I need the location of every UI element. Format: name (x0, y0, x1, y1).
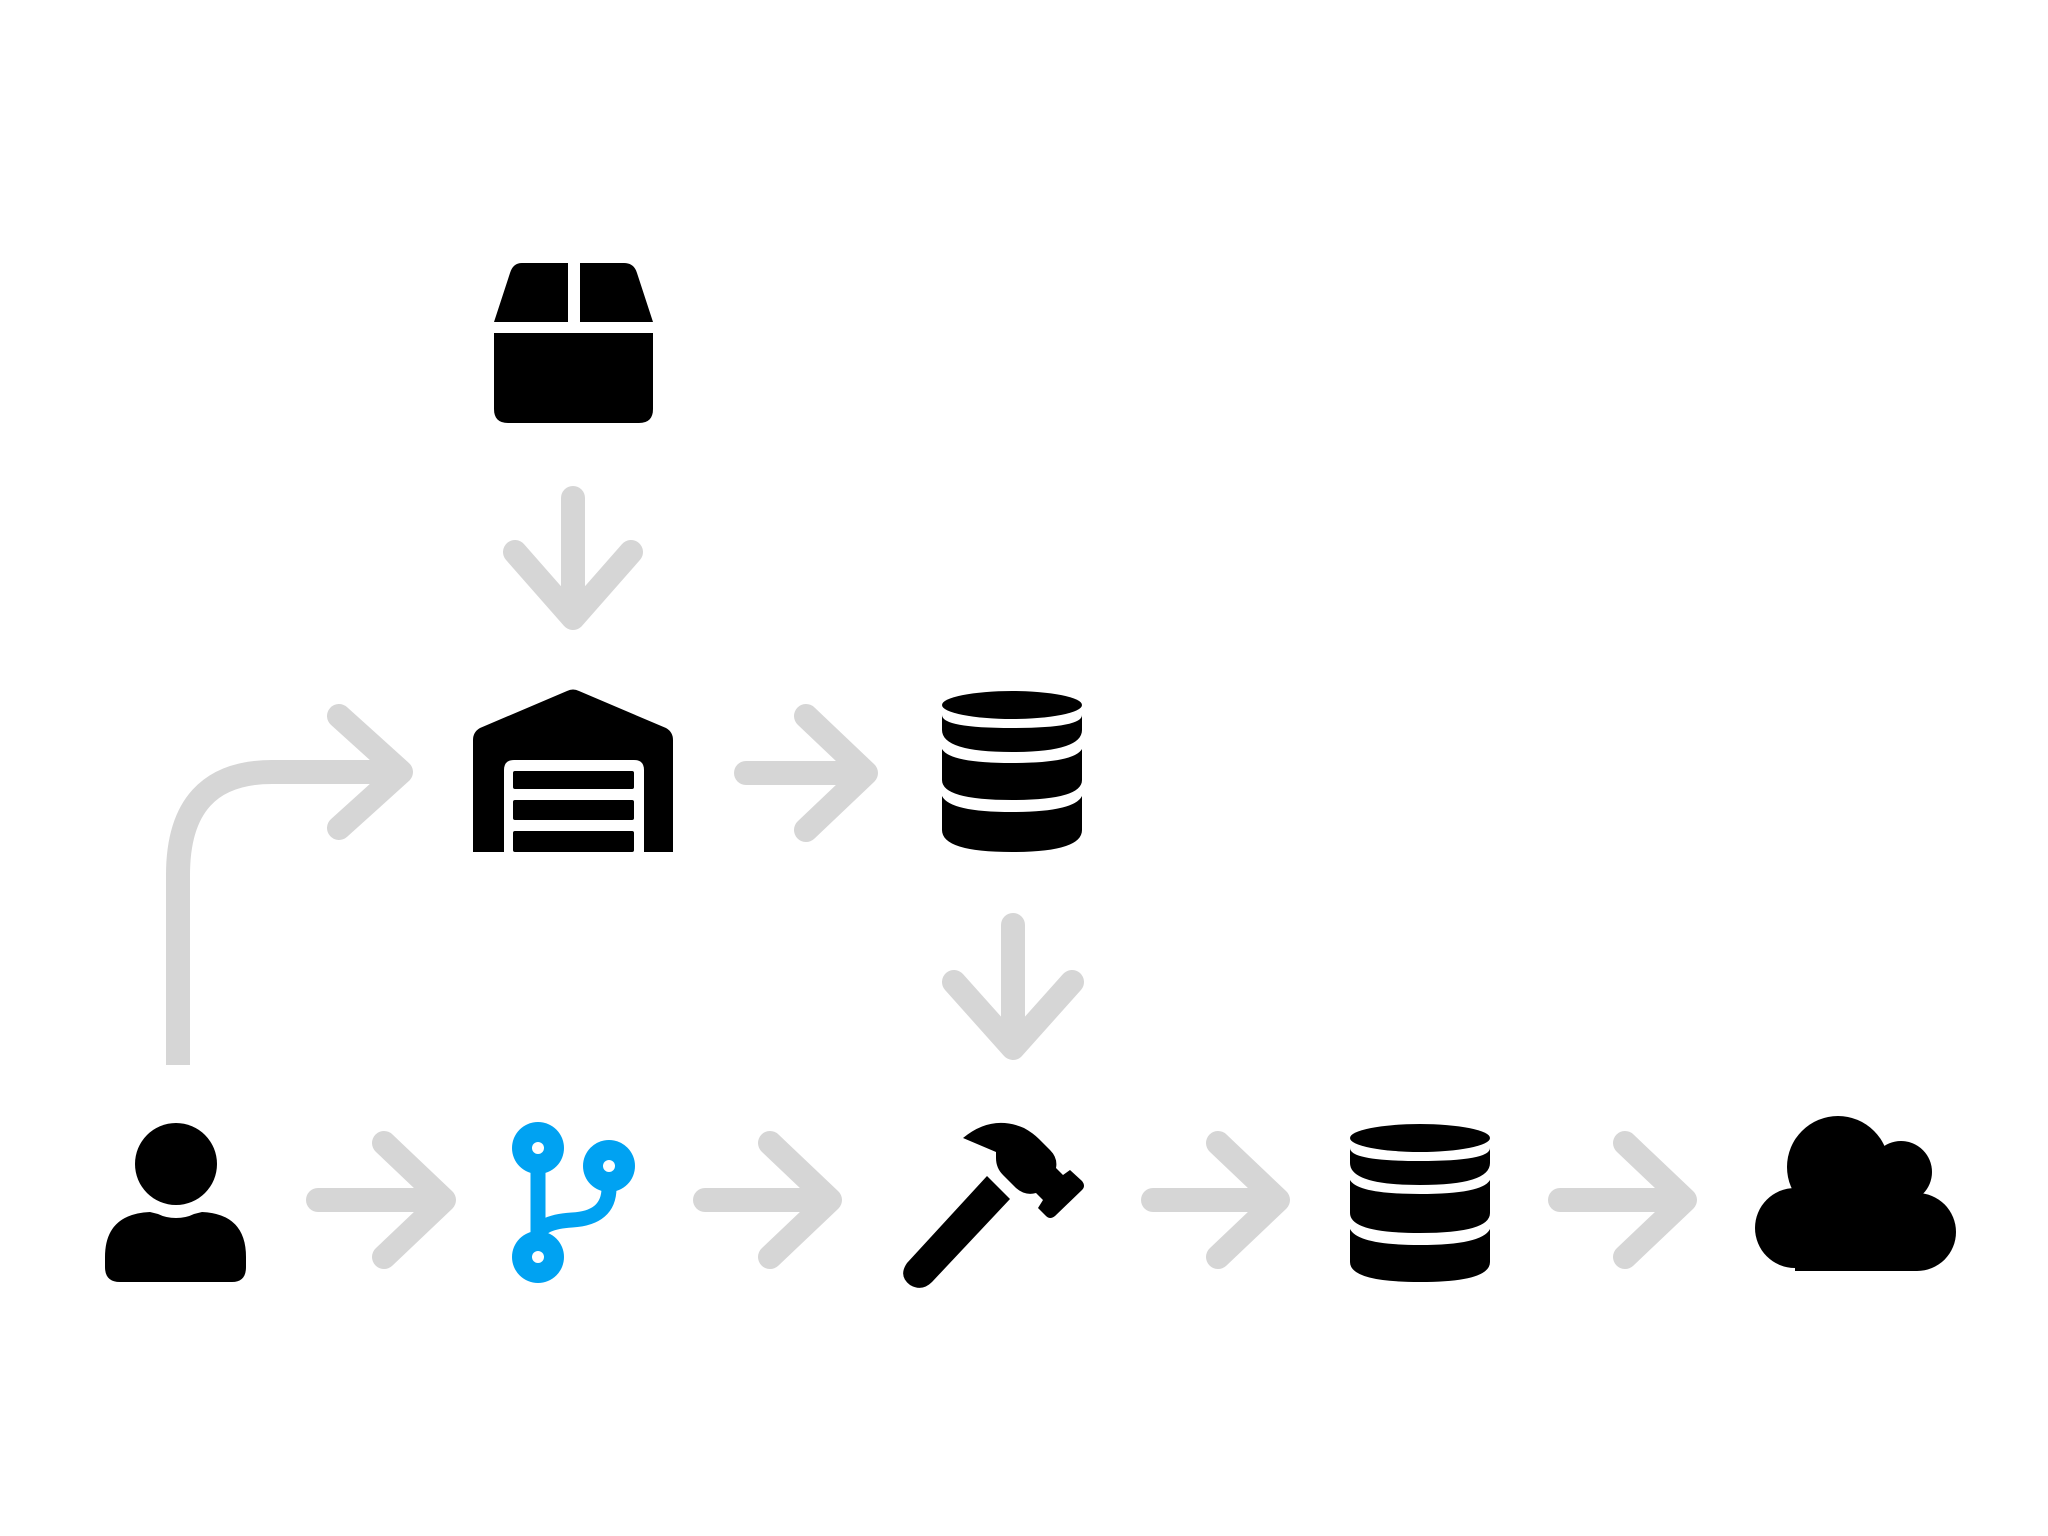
edge-database-to-cloud (1548, 1131, 1697, 1269)
edges (166, 486, 1697, 1269)
edge-user-to-warehouse (166, 704, 413, 1065)
edge-package-to-warehouse (503, 486, 643, 630)
edge-user-to-repo (306, 1131, 456, 1269)
cloud-icon (1755, 1116, 1956, 1271)
database-icon (1350, 1124, 1490, 1282)
user-icon (105, 1123, 246, 1282)
git-branch-icon (512, 1122, 635, 1283)
edge-repo-to-build (693, 1131, 842, 1269)
database-icon (942, 691, 1082, 852)
edge-build-to-database (1141, 1131, 1290, 1269)
package-icon (494, 263, 653, 423)
warehouse-icon (473, 689, 673, 852)
hammer-icon (903, 1122, 1084, 1288)
edge-warehouse-to-database (734, 704, 878, 842)
edge-database-to-build (942, 913, 1084, 1060)
